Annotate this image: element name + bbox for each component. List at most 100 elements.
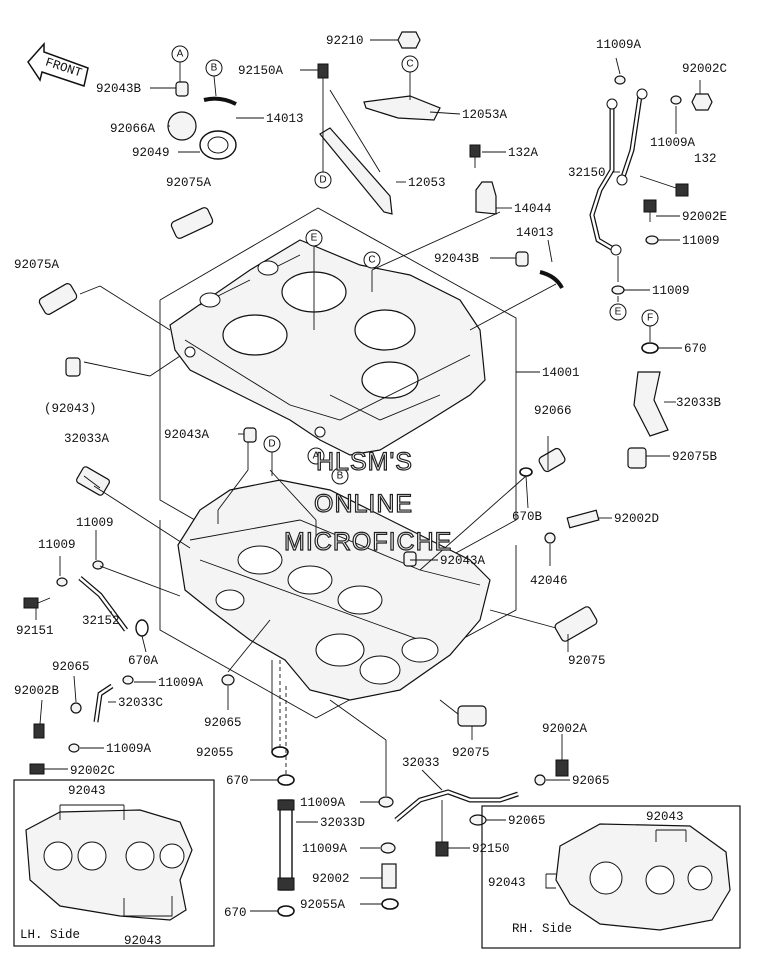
svg-text:B: B <box>211 63 218 74</box>
callout-E-upper: E <box>305 229 323 247</box>
callout-D-mid: D <box>263 435 281 453</box>
part-92043-dowel-left <box>65 357 81 377</box>
label-92151: 92151 <box>16 624 54 638</box>
oring-92055A <box>381 898 399 910</box>
label-92043-lh-top: 92043 <box>68 784 106 798</box>
label-11009A-top: 11009A <box>596 38 642 52</box>
label-32150: 32150 <box>568 166 606 180</box>
dowel-92043A-mid <box>403 551 417 567</box>
washer-42046 <box>544 532 556 544</box>
oring-670-bottom <box>277 905 295 917</box>
watermark-line-2: ONLINE <box>314 490 413 518</box>
callout-B-top: B <box>205 59 223 77</box>
label-14044: 14044 <box>514 202 552 216</box>
washer-92065-mid <box>221 674 235 686</box>
svg-text:E: E <box>615 307 622 318</box>
part-92075A-top-sleeve <box>170 207 214 239</box>
pipe-32033 <box>394 789 519 822</box>
front-arrow: FRONT <box>27 42 89 87</box>
bolt-92002B <box>33 723 45 739</box>
label-32033C: 32033C <box>118 696 163 710</box>
svg-text:C: C <box>368 255 375 266</box>
label-92066A: 92066A <box>110 122 156 136</box>
label-670-b: 670 <box>224 906 247 920</box>
label-32033A: 32033A <box>64 432 110 446</box>
washer-92065-left <box>70 702 82 714</box>
label-92043-paren: (92043) <box>44 402 97 416</box>
oring-670A <box>135 619 149 637</box>
part-132A-bolt <box>469 144 481 168</box>
callout-C-upper: C <box>363 251 381 269</box>
label-32033D: 32033D <box>320 816 365 830</box>
label-92043-rh-top: 92043 <box>646 810 684 824</box>
label-92065-b: 92065 <box>508 814 546 828</box>
part-92043B-dowel-mid <box>515 251 529 267</box>
label-92002C-top: 92002C <box>682 62 727 76</box>
label-14001: 14001 <box>542 366 580 380</box>
callout-A-mid: A <box>307 447 325 465</box>
svg-text:D: D <box>319 175 326 186</box>
oring-670B <box>519 467 533 477</box>
label-92002C-l: 92002C <box>70 764 115 778</box>
label-670B: 670B <box>512 510 543 524</box>
label-92043B-mid: 92043B <box>434 252 480 266</box>
pipe-32033D <box>277 799 295 891</box>
part-14044-bracket <box>475 181 497 215</box>
label-92043B-top: 92043B <box>96 82 142 96</box>
label-11009-l2: 11009 <box>38 538 76 552</box>
callout-A-top: A <box>171 45 189 63</box>
label-11009A-l: 11009A <box>158 676 204 690</box>
label-92043-rh-left: 92043 <box>488 876 526 890</box>
washer-11009A-bot <box>378 796 394 808</box>
sleeve-92075-right <box>554 606 598 642</box>
label-12053: 12053 <box>408 176 446 190</box>
sleeve-92075-mid <box>457 705 487 727</box>
oring-670-mid <box>277 774 295 786</box>
svg-text:A: A <box>313 451 320 462</box>
label-670-r: 670 <box>684 342 707 356</box>
part-92049-seal <box>199 130 237 160</box>
lower-case-frame <box>159 520 517 719</box>
part-32150-oil-pipe <box>589 88 648 256</box>
part-labels: 92210 11009A 92002C 92043B 92150A 12053A… <box>14 34 727 948</box>
part-14013-half-ring-mid <box>539 270 564 289</box>
lower-crankcase <box>177 479 491 701</box>
bolt-92002C-left <box>29 763 45 775</box>
rh-side-inset: RH. Side <box>481 805 741 949</box>
part-92043B-dowel <box>175 81 189 97</box>
part-92210-nut <box>397 31 421 49</box>
bolt-92002D <box>566 509 600 529</box>
watermark-line-3: MICROFICHE <box>284 528 452 556</box>
bolt-92151 <box>23 597 51 609</box>
label-42046: 42046 <box>530 574 568 588</box>
upper-case-frame <box>159 207 517 611</box>
washer-11009-l2 <box>56 577 68 587</box>
dowel-92043A-top <box>243 427 257 443</box>
watermark: HLSM'S ONLINE MICROFICHE <box>283 447 452 556</box>
label-92065-m: 92065 <box>204 716 242 730</box>
sleeve-32033A <box>76 466 110 496</box>
label-32033B: 32033B <box>676 396 722 410</box>
label-132: 132 <box>694 152 717 166</box>
washer-92065-bottom <box>469 814 487 826</box>
label-92055A: 92055A <box>300 898 346 912</box>
label-92075A-left: 92075A <box>14 258 60 272</box>
label-11009A-mid: 11009A <box>650 136 696 150</box>
label-14013-top: 14013 <box>266 112 304 126</box>
callout-D-top: D <box>314 171 332 189</box>
label-11009A-bot: 11009A <box>300 796 346 810</box>
part-12053A-breather-cover <box>363 60 441 121</box>
callout-C-top: C <box>401 55 419 73</box>
svg-text:C: C <box>406 59 413 70</box>
washer-11009-r2 <box>611 285 625 295</box>
callout-F-right: F <box>641 309 659 327</box>
label-92066: 92066 <box>534 404 572 418</box>
label-92043-lh-bot: 92043 <box>124 934 162 948</box>
label-92002: 92002 <box>312 872 350 886</box>
label-92075-r: 92075 <box>568 654 606 668</box>
bolt-92002E <box>643 199 657 222</box>
label-92210: 92210 <box>326 34 364 48</box>
part-92075A-left-sleeve <box>38 283 78 315</box>
part-14013-half-ring <box>203 96 237 106</box>
label-11009A-l2: 11009A <box>106 742 152 756</box>
